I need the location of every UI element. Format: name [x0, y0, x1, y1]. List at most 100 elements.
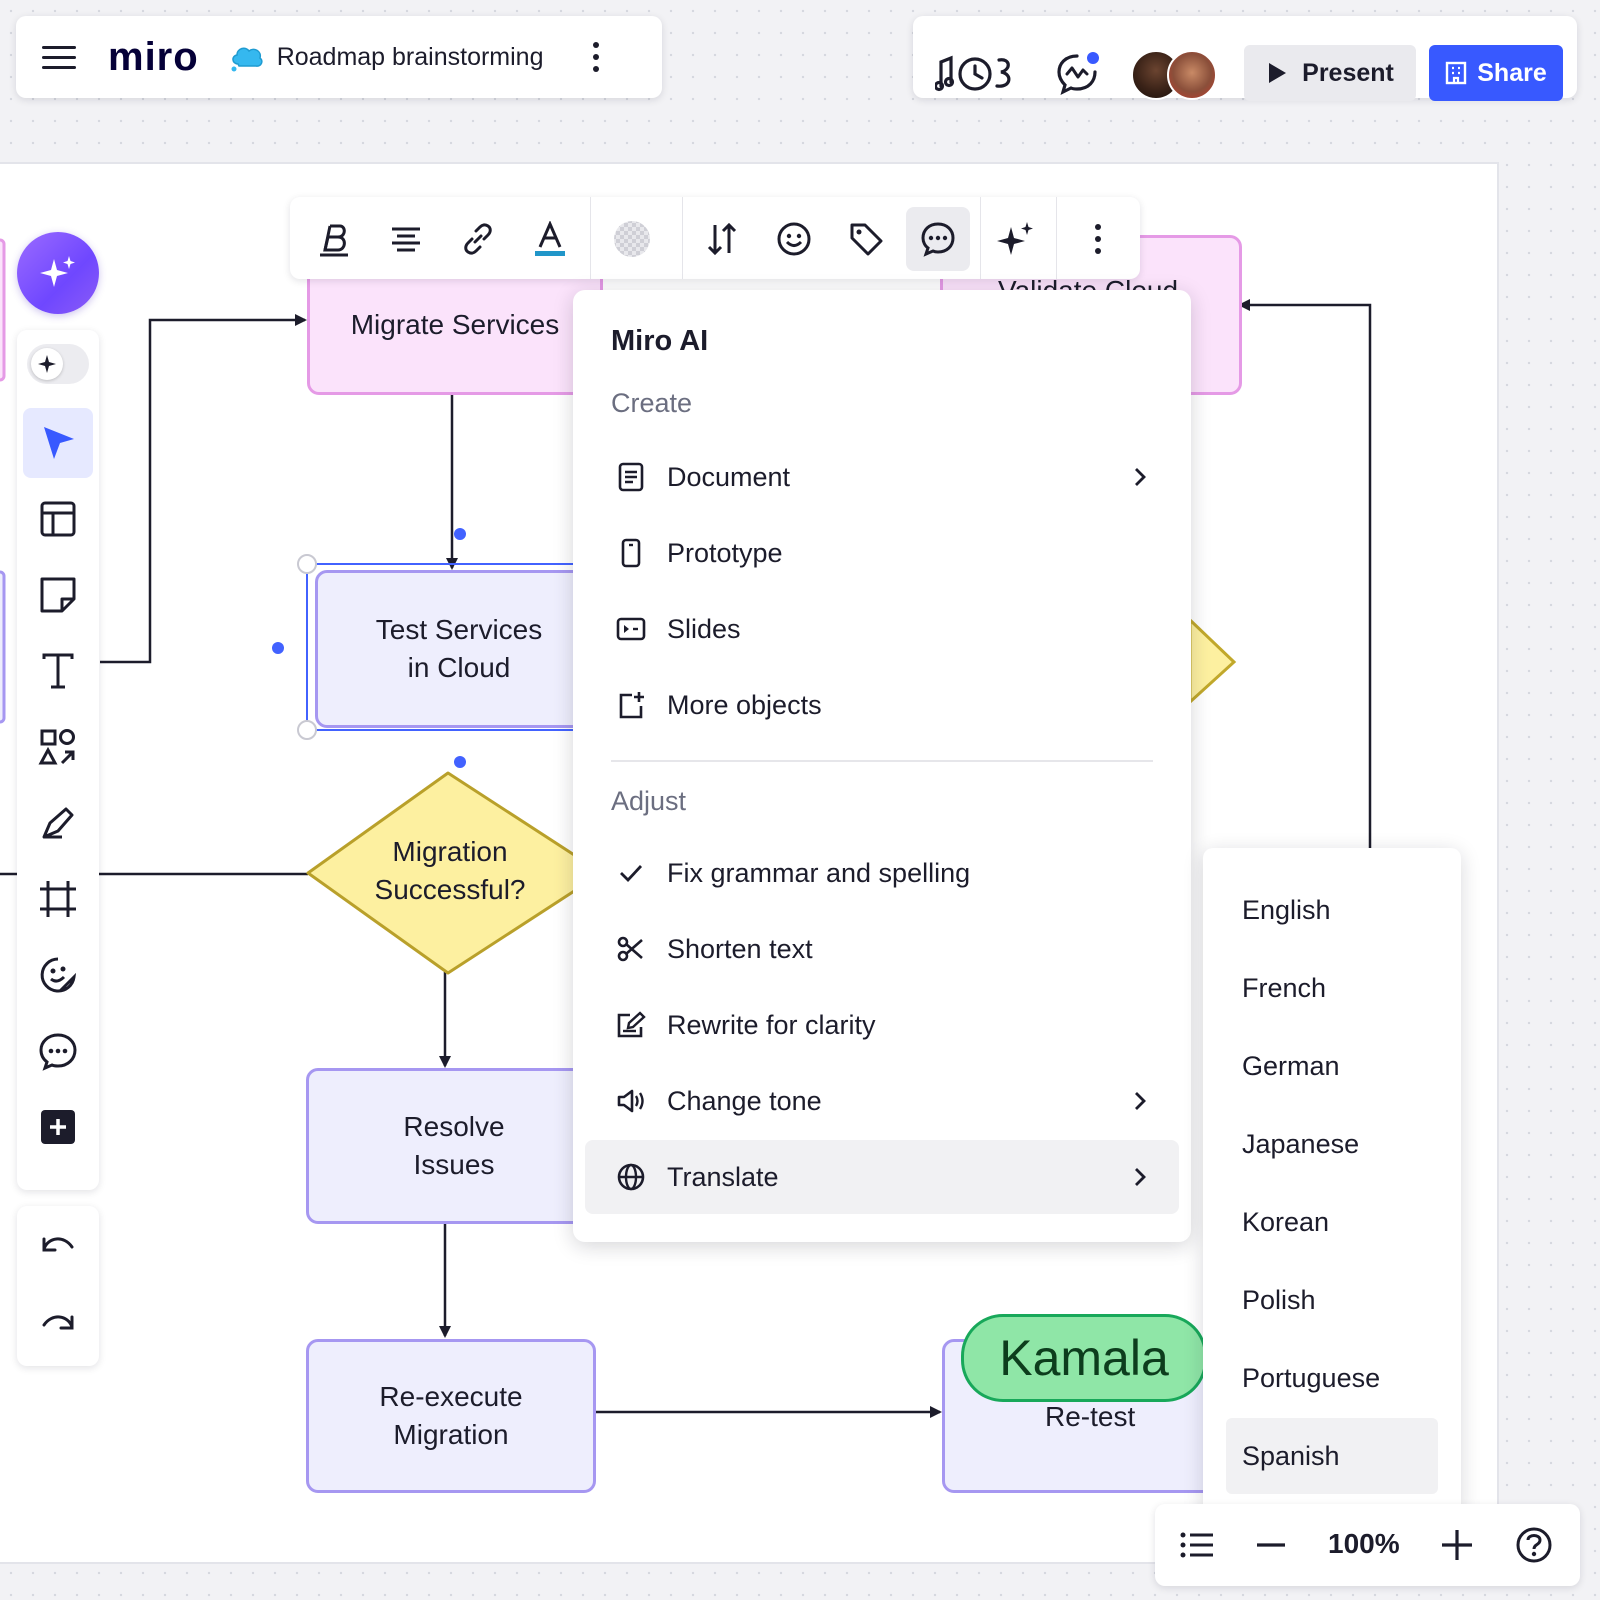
text-color-button[interactable] — [518, 207, 582, 271]
chevron-right-icon — [1135, 1168, 1146, 1186]
left-toolbar — [17, 330, 99, 1190]
tag-button[interactable] — [834, 207, 898, 271]
board-title[interactable]: Roadmap brainstorming — [276, 42, 544, 71]
menu-item-label: Rewrite for clarity — [667, 1009, 876, 1040]
menu-item-rewrite[interactable]: Rewrite for clarity — [585, 988, 1179, 1062]
bold-button[interactable] — [302, 207, 366, 271]
scissors-icon — [617, 936, 643, 962]
share-button[interactable]: Share — [1429, 45, 1563, 101]
language-option-portuguese[interactable]: Portuguese — [1226, 1340, 1438, 1416]
link-button[interactable] — [446, 207, 510, 271]
language-option-german[interactable]: German — [1226, 1028, 1438, 1104]
bold-icon — [320, 224, 348, 257]
list-icon[interactable] — [1179, 1530, 1215, 1560]
select-tool[interactable] — [23, 408, 93, 478]
reactions-icon[interactable] — [1055, 50, 1101, 96]
connector-direction-button[interactable] — [690, 207, 754, 271]
board-cloud-icon — [231, 47, 263, 72]
menu-item-document[interactable]: Document — [585, 440, 1179, 514]
align-button[interactable] — [374, 207, 438, 271]
menu-divider — [611, 760, 1153, 762]
language-option-japanese[interactable]: Japanese — [1226, 1106, 1438, 1182]
add-more-tool[interactable] — [23, 1092, 93, 1162]
avatar[interactable] — [1167, 50, 1217, 100]
menu-item-slides[interactable]: Slides — [585, 592, 1179, 666]
ai-toggle[interactable] — [27, 344, 89, 384]
tag-icon — [850, 223, 883, 256]
globe-icon — [617, 1163, 645, 1191]
timer-music-icon[interactable] — [935, 52, 1015, 94]
shape-label-line1: Resolve — [403, 1111, 505, 1142]
ai-assistant-button[interactable] — [17, 232, 99, 314]
menu-item-label: Slides — [667, 613, 741, 644]
share-label: Share — [1477, 58, 1547, 87]
align-icon — [392, 227, 420, 252]
shape-test-services[interactable]: Test Services in Cloud — [315, 570, 603, 728]
play-icon — [1269, 63, 1287, 83]
zoom-level[interactable]: 100% — [1328, 1528, 1400, 1559]
menu-item-label: Fix grammar and spelling — [667, 857, 971, 888]
menu-item-change-tone[interactable]: Change tone — [585, 1064, 1179, 1138]
sticker-tool[interactable] — [23, 940, 93, 1010]
sticker-icon — [40, 957, 77, 993]
shape-resolve-issues[interactable]: Resolve Issues — [306, 1068, 602, 1224]
emoji-button[interactable] — [762, 207, 826, 271]
more-options-button[interactable] — [1066, 207, 1130, 271]
ai-sparkle-icon — [997, 222, 1033, 255]
shape-label-line2: Issues — [413, 1149, 495, 1180]
frame-tool[interactable] — [23, 864, 93, 934]
comment-tool[interactable] — [23, 1016, 93, 1086]
board-header: miro Roadmap brainstorming — [16, 16, 662, 98]
menu-item-more-objects[interactable]: More objects — [585, 668, 1179, 742]
shape-reexecute-migration[interactable]: Re-execute Migration — [306, 1339, 596, 1493]
menu-item-translate[interactable]: Translate — [585, 1140, 1179, 1214]
language-option-polish[interactable]: Polish — [1226, 1262, 1438, 1338]
language-option-spanish[interactable]: Spanish — [1226, 1418, 1438, 1494]
menu-title: Miro AI — [611, 325, 709, 357]
chevron-right-icon — [1135, 1092, 1146, 1110]
redo-button[interactable] — [23, 1288, 93, 1358]
comment-button[interactable] — [906, 207, 970, 271]
shape-label-line1: Migration — [392, 836, 508, 867]
ai-sparkle-button[interactable] — [984, 207, 1048, 271]
fill-color-button[interactable] — [600, 207, 664, 271]
rewrite-icon — [617, 1011, 646, 1038]
sticky-note-tool[interactable] — [23, 560, 93, 630]
create-heading: Create — [611, 388, 693, 418]
present-button[interactable]: Present — [1244, 45, 1416, 101]
shape-migration-successful[interactable] — [305, 770, 605, 976]
undo-button[interactable] — [23, 1210, 93, 1280]
text-tool[interactable] — [23, 636, 93, 706]
shapes-tool[interactable] — [23, 712, 93, 782]
zoom-in-icon[interactable] — [1440, 1528, 1474, 1562]
zoom-controls: 100% — [1155, 1504, 1580, 1586]
language-option-french[interactable]: French — [1226, 950, 1438, 1026]
pen-tool[interactable] — [23, 788, 93, 858]
more-icon — [1093, 224, 1103, 254]
templates-tool[interactable] — [23, 484, 93, 554]
link-icon — [464, 223, 492, 255]
share-building-icon — [1446, 61, 1467, 85]
menu-item-prototype[interactable]: Prototype — [585, 516, 1179, 590]
collaborator-cursor-label: Kamala — [961, 1314, 1207, 1402]
shapes-icon — [38, 729, 75, 765]
language-label: English — [1242, 894, 1331, 925]
menu-item-label: More objects — [667, 689, 822, 720]
help-icon[interactable] — [1515, 1526, 1553, 1564]
slides-icon — [616, 617, 646, 641]
miro-logo[interactable]: miro — [108, 34, 199, 79]
main-menu-icon[interactable] — [42, 39, 76, 76]
menu-item-fix-grammar[interactable]: Fix grammar and spelling — [585, 836, 1179, 910]
add-more-icon — [41, 1110, 75, 1144]
language-label: Portuguese — [1242, 1362, 1381, 1393]
menu-item-shorten-text[interactable]: Shorten text — [585, 912, 1179, 986]
frame-icon — [40, 881, 76, 917]
board-more-icon[interactable] — [591, 42, 601, 72]
language-option-korean[interactable]: Korean — [1226, 1184, 1438, 1260]
shape-label-line1: Test Services — [375, 614, 543, 645]
chevron-right-icon — [1135, 468, 1146, 486]
zoom-out-icon[interactable] — [1255, 1542, 1287, 1548]
language-option-english[interactable]: English — [1226, 872, 1438, 948]
shape-label-line1: Re-execute — [379, 1381, 523, 1412]
present-label: Present — [1302, 58, 1394, 87]
